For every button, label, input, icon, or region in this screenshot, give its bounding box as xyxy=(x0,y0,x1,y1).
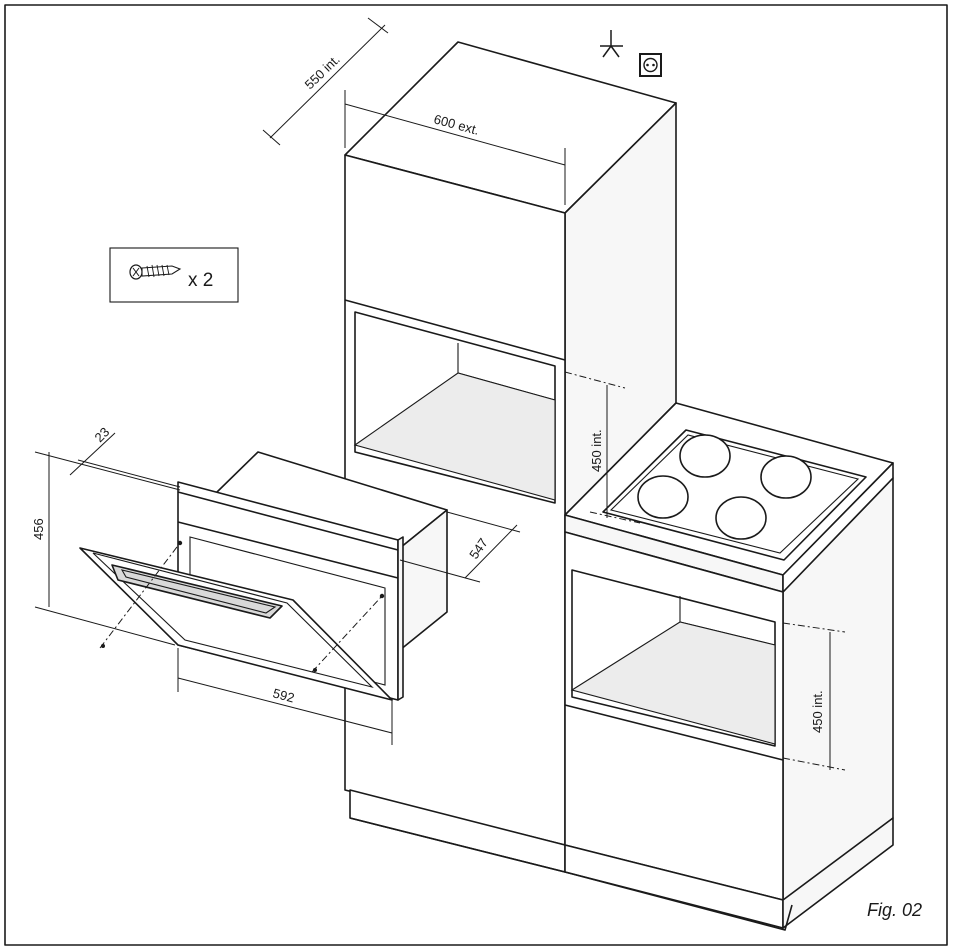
screw-quantity-label: x 2 xyxy=(188,270,213,291)
upper-niche-floor xyxy=(353,372,556,501)
hob-inner-edge xyxy=(609,434,860,554)
dim-450-lower-ext-b xyxy=(782,757,846,771)
burner-front-right xyxy=(715,496,767,540)
screw-hole-left xyxy=(177,540,183,546)
dim-600-line xyxy=(344,103,566,166)
screw-icon xyxy=(129,264,182,280)
frame-control-strip xyxy=(177,521,399,579)
dim-23-line xyxy=(69,432,116,476)
door-handle-slot xyxy=(120,569,277,614)
screw-axis-right xyxy=(311,595,383,673)
dim-450-upper-ext-a xyxy=(564,371,626,389)
dim-450-upper-ext-b xyxy=(589,511,641,524)
power-socket-icon xyxy=(639,53,662,77)
dim-547-ext-a xyxy=(399,559,481,583)
lower-niche-floor xyxy=(570,621,776,745)
screw-left xyxy=(101,644,105,648)
screw-axis-left xyxy=(99,542,181,649)
screw-callout: x 2 xyxy=(109,247,239,303)
screw-callout-box xyxy=(109,247,239,303)
dim-550-tick-b xyxy=(367,17,389,34)
dim-450-lower-ext-a xyxy=(782,622,846,633)
screw-hole-right xyxy=(379,593,385,599)
dimension-lines xyxy=(34,17,846,771)
plinth-foot-line xyxy=(564,871,793,931)
frame-top-bevel xyxy=(177,491,399,551)
dim-456-ext-b xyxy=(34,606,176,646)
dim-547-ext-b xyxy=(446,511,521,533)
lower-panel-edge xyxy=(564,704,784,761)
label-450-int-lower: 450 int. xyxy=(810,690,825,733)
built-in-appliance xyxy=(79,451,448,701)
burner-back-left xyxy=(679,434,731,478)
dim-550-line xyxy=(269,24,386,139)
plinth-bottom-line xyxy=(349,817,566,873)
appliance-frame-edge xyxy=(397,536,404,701)
upper-panel-edge xyxy=(344,299,566,361)
base-plinth-side xyxy=(782,817,894,929)
label-456: 456 xyxy=(31,518,46,540)
label-592: 592 xyxy=(271,685,296,705)
label-23: 23 xyxy=(92,424,113,445)
dim-550-tick-a xyxy=(262,129,281,146)
dim-592-line xyxy=(177,677,393,734)
screw-right xyxy=(313,668,317,672)
appliance-door-inner xyxy=(92,552,374,689)
dim-547-line xyxy=(464,524,518,579)
burner-back-right xyxy=(760,455,812,499)
figure-label: Fig. 02 xyxy=(867,900,922,920)
figure-frame xyxy=(4,4,948,946)
label-450-int-upper: 450 int. xyxy=(589,429,604,472)
burner-front-left xyxy=(637,475,689,519)
dim-456-ext-a xyxy=(34,451,181,491)
hob xyxy=(602,429,867,561)
earth-symbol-icon xyxy=(600,30,623,58)
dim-23-ext xyxy=(77,459,181,488)
worktop-side-edge xyxy=(782,462,894,593)
